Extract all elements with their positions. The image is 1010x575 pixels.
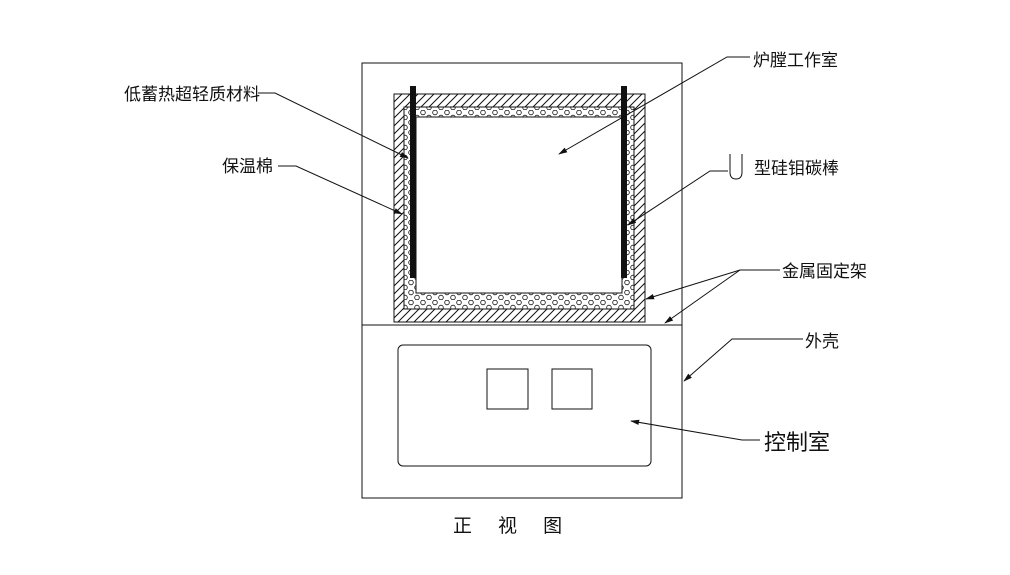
leader-chamber bbox=[558, 56, 750, 155]
label-metal-frame: 金属固定架 bbox=[782, 262, 867, 282]
label-furnace-chamber: 炉膛工作室 bbox=[753, 51, 838, 71]
leader-low-heat-material bbox=[258, 92, 409, 159]
furnace-chamber bbox=[415, 116, 623, 294]
label-outer-shell: 外壳 bbox=[805, 332, 839, 352]
leader-metal-frame-1 bbox=[645, 269, 780, 300]
label-low-heat-material: 低蓄热超轻质材料 bbox=[124, 85, 260, 105]
leader-u-rod bbox=[627, 170, 728, 226]
view-title: 正 视 图 bbox=[453, 515, 572, 537]
outer-shell bbox=[361, 62, 683, 499]
heating-rod-right bbox=[621, 86, 627, 278]
leader-outer-shell bbox=[683, 338, 803, 382]
leader-metal-frame-2 bbox=[664, 269, 741, 324]
label-u-rod: 型硅钼碳棒 bbox=[754, 159, 839, 179]
control-window-right bbox=[551, 368, 593, 410]
label-insulation-cotton: 保温棉 bbox=[222, 157, 273, 177]
control-window-left bbox=[486, 368, 529, 410]
u-shape-icon bbox=[729, 154, 743, 180]
label-control-room: 控制室 bbox=[764, 431, 830, 456]
control-panel bbox=[397, 344, 652, 467]
heating-rod-left bbox=[410, 86, 416, 278]
leader-control-room bbox=[630, 419, 760, 441]
leader-insulation bbox=[278, 165, 403, 215]
